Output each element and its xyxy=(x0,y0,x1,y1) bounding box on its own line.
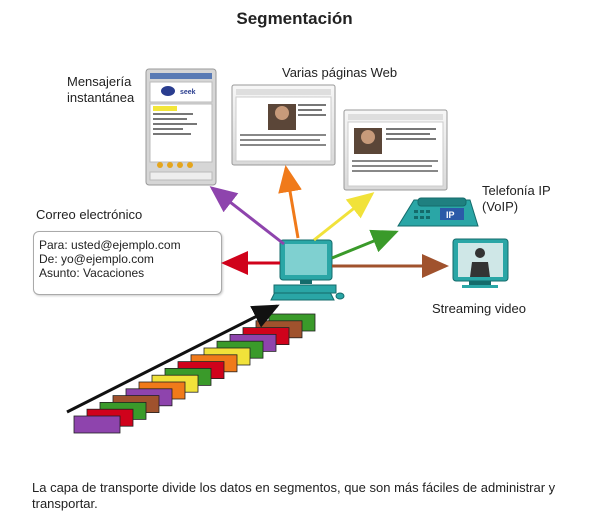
direction-arrow xyxy=(66,304,280,414)
im-label: Mensajería instantánea xyxy=(67,74,134,106)
im-label-line1: Mensajería xyxy=(67,74,132,89)
web-pages-label: Varias páginas Web xyxy=(282,65,398,80)
arrow-to-im xyxy=(209,186,285,246)
streaming-video-monitor-icon xyxy=(452,238,509,288)
voip-label-line1: Telefonía IP xyxy=(482,183,551,198)
email-from: De: yo@ejemplo.com xyxy=(39,252,154,266)
central-computer-icon xyxy=(270,239,345,301)
segment-stream xyxy=(73,313,316,434)
web-page-1-icon xyxy=(231,84,336,166)
voip-label-line2: (VoIP) xyxy=(482,199,519,214)
streaming-label: Streaming video xyxy=(432,301,526,316)
arrow-to-voip xyxy=(331,229,399,260)
arrow-to-web-1 xyxy=(278,165,302,239)
ip-phone-badge-text: IP xyxy=(446,210,455,220)
im-label-line2: instantánea xyxy=(67,90,135,105)
voip-label: Telefonía IP (VoIP) xyxy=(482,183,551,215)
diagram-title: Segmentación xyxy=(236,9,353,28)
email-subject: Asunto: Vacaciones xyxy=(39,266,145,280)
im-window-icon: seek xyxy=(145,68,217,186)
segment-block xyxy=(73,415,121,434)
caption-text: La capa de transporte divide los datos e… xyxy=(32,480,556,511)
ip-phone-icon: IP xyxy=(397,197,479,227)
email-to: Para: usted@ejemplo.com xyxy=(39,238,181,252)
im-app-logo-text: seek xyxy=(180,89,196,96)
web-page-2-icon xyxy=(343,109,448,191)
email-label: Correo electrónico xyxy=(36,207,143,222)
email-message-box: Para: usted@ejemplo.com De: yo@ejemplo.c… xyxy=(33,231,222,295)
arrow-to-web-2 xyxy=(313,192,375,242)
